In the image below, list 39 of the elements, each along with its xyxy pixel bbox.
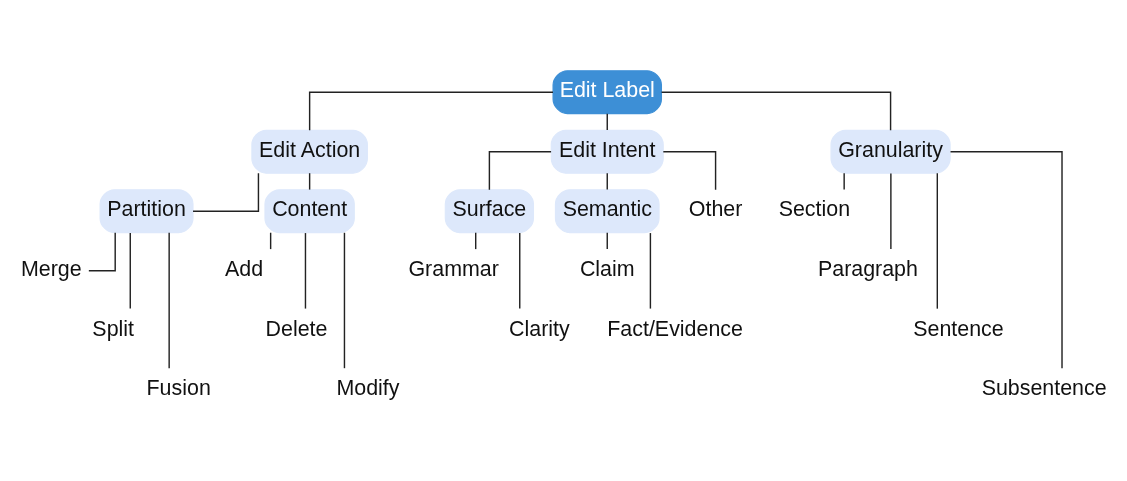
node-text: Fusion	[146, 375, 211, 400]
node-text: Grammar	[408, 256, 499, 281]
connector	[308, 90, 554, 131]
connector	[343, 231, 346, 369]
node-text: Paragraph	[817, 256, 918, 281]
connector	[168, 231, 170, 369]
connector	[88, 231, 116, 271]
connector	[519, 231, 521, 309]
connector	[192, 172, 260, 212]
node-text: Sentence	[913, 316, 1004, 341]
connector	[843, 172, 845, 190]
node-box: Edit Intent	[550, 129, 664, 174]
node-text: Merge	[20, 256, 82, 281]
node-text: Delete	[265, 316, 328, 341]
connector	[488, 150, 552, 190]
connector	[662, 150, 717, 190]
connector	[936, 172, 939, 309]
connector	[890, 172, 892, 250]
node-box: Semantic	[554, 188, 660, 233]
node-text: Modify	[336, 375, 400, 400]
node-box: Edit Label	[552, 69, 662, 114]
connector	[949, 150, 1063, 369]
node-box: Partition	[99, 188, 194, 233]
connector	[649, 231, 652, 309]
node-box: Edit Action	[251, 129, 368, 174]
node-text: Split	[92, 316, 135, 341]
connector	[660, 90, 892, 131]
node-text: Clarity	[509, 316, 570, 341]
node-text: Claim	[579, 256, 635, 281]
node-text: Add	[225, 256, 264, 281]
node-box: Content	[264, 188, 355, 233]
node-box: Surface	[444, 188, 535, 233]
node-text: Other	[688, 196, 743, 221]
node-text: Fact/Evidence	[607, 316, 743, 341]
node-text: Subsentence	[981, 375, 1107, 400]
connector	[129, 231, 131, 309]
node-text: Section	[778, 196, 851, 221]
node-box: Granularity	[830, 129, 951, 174]
connector	[304, 231, 307, 309]
